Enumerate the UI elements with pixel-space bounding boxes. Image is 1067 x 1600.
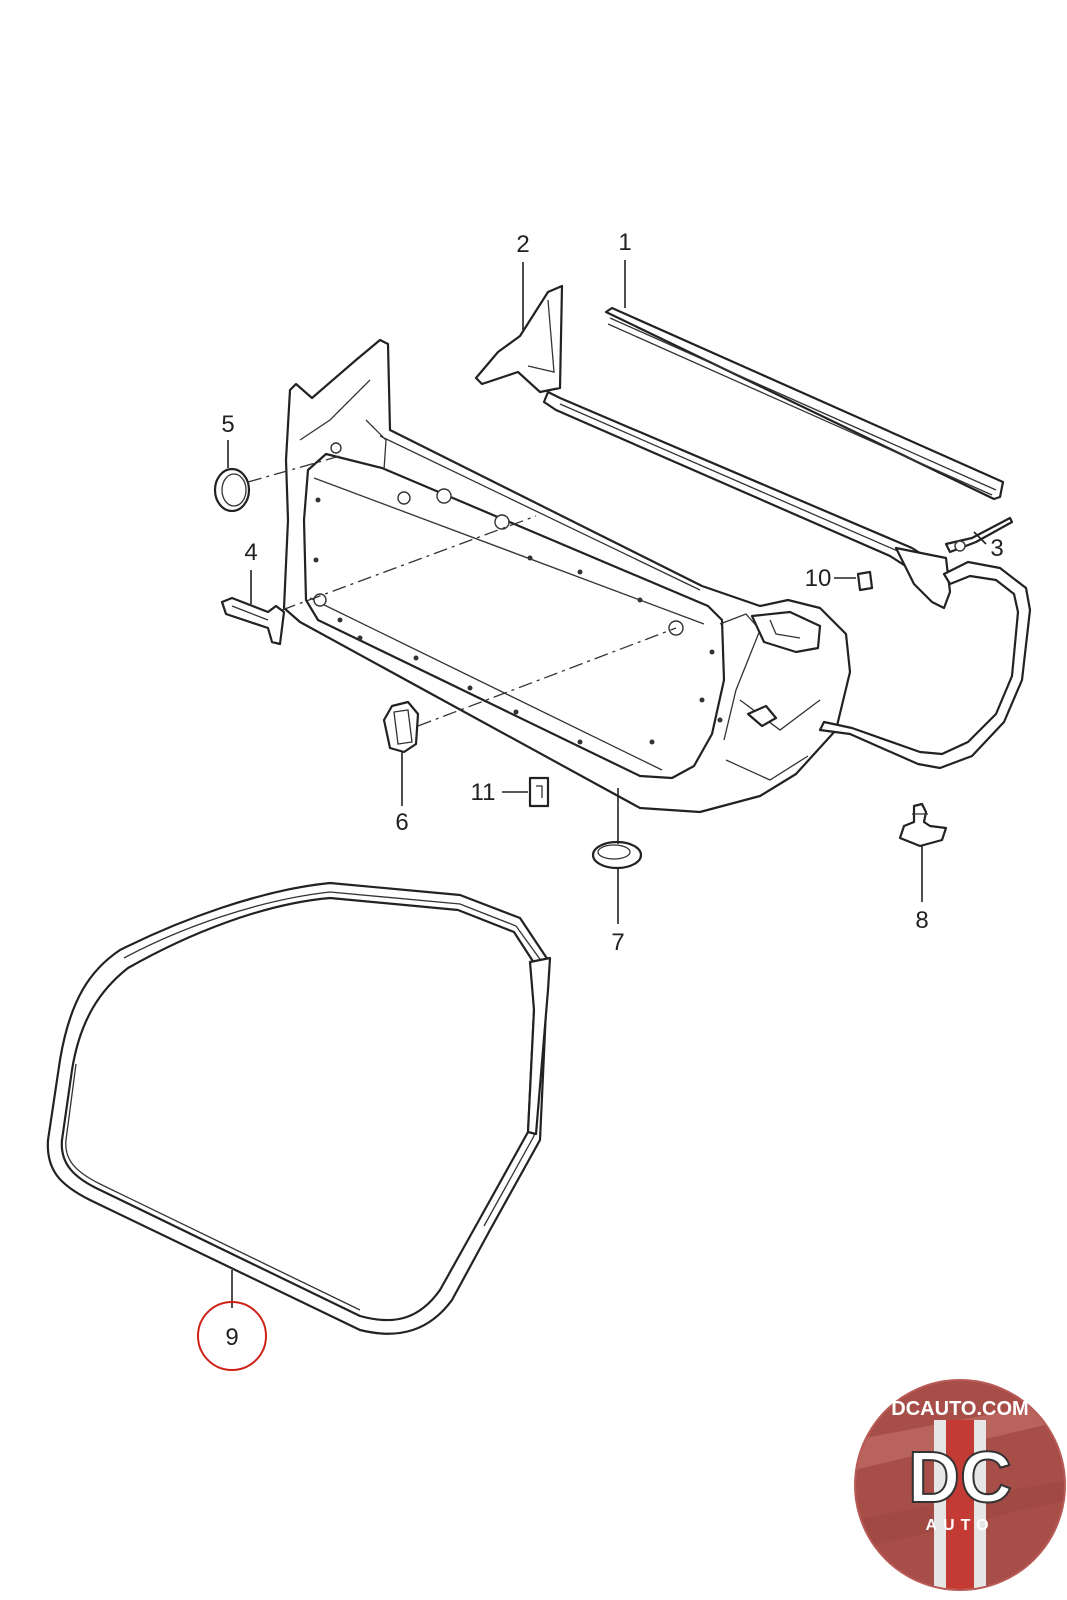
callout-9: 9	[225, 1324, 238, 1351]
callout-6: 6	[395, 809, 408, 836]
callout-1: 1	[618, 229, 631, 256]
part-6-oval-plug	[382, 700, 420, 754]
dc-auto-logo: DCAUTO.COM DC AUTO	[854, 1379, 1066, 1591]
callout-labels: 1 2 3 4 5 6 7 8 10 11 9	[197, 229, 1004, 1371]
part-7-oval-grommet	[591, 840, 643, 870]
part-1-window-seal-strip	[604, 306, 1005, 501]
logo-site-text: DCAUTO.COM	[891, 1398, 1028, 1420]
callout-10: 10	[805, 565, 832, 592]
part-2-triangle-and-belt-seal	[474, 284, 952, 610]
part-11-clip	[528, 776, 550, 808]
callout-11: 11	[471, 779, 496, 806]
part-9-door-seal	[46, 881, 552, 1335]
part-10-small-clip	[856, 570, 874, 592]
logo-monogram: DC	[908, 1438, 1012, 1518]
part-4-bracket	[220, 596, 286, 646]
callout-8: 8	[915, 907, 928, 934]
assembly-lines	[247, 455, 677, 727]
callout-9-highlight-ring	[197, 1301, 267, 1371]
door-shell	[282, 338, 852, 814]
logo-subtitle: AUTO	[925, 1517, 994, 1534]
door-outer-seal	[818, 560, 1032, 770]
callout-3: 3	[990, 535, 1003, 562]
callout-5: 5	[221, 411, 234, 438]
part-8-stud-pin	[898, 802, 948, 848]
callout-7: 7	[611, 929, 624, 956]
callout-2: 2	[516, 231, 529, 258]
callout-4: 4	[244, 539, 257, 566]
part-5-round-plug	[213, 467, 251, 513]
part-3-clip-pin	[944, 516, 1014, 554]
